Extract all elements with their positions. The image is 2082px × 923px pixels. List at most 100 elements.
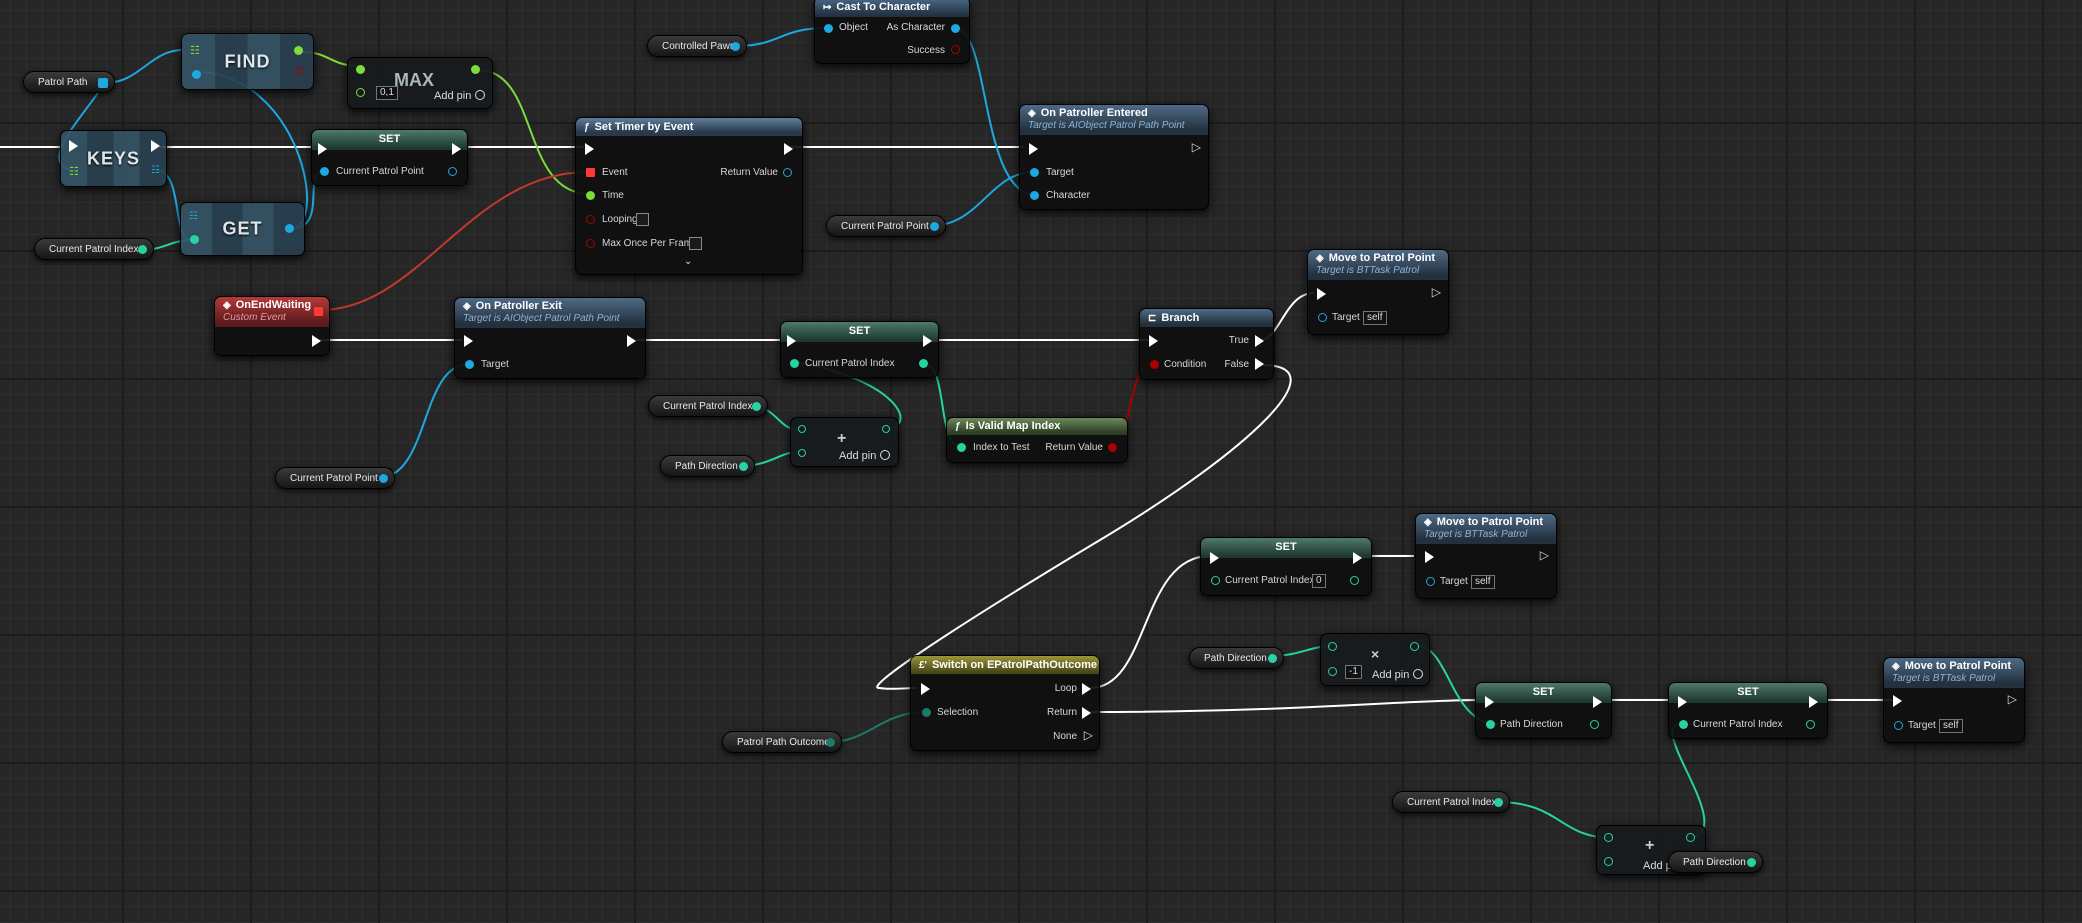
input-pin[interactable] [356, 88, 365, 97]
time-input-pin[interactable] [586, 191, 595, 200]
add-pin-button[interactable]: Add pin [839, 449, 891, 462]
input-pin[interactable] [798, 425, 806, 433]
input-pin[interactable] [1328, 642, 1337, 651]
get-node[interactable]: GET ☷ [180, 202, 305, 256]
output-pin[interactable] [1350, 576, 1359, 585]
keys-node[interactable]: KEYS ☷ ☷ [60, 130, 167, 187]
looping-input-pin[interactable] [586, 215, 595, 224]
max-node[interactable]: MAX 0,1 Add pin [347, 57, 493, 109]
exec-in-pin[interactable] [318, 143, 327, 155]
index-input-pin[interactable] [190, 235, 199, 244]
set-current-patrol-index-node[interactable]: SET Current Patrol Index [780, 321, 939, 378]
success-output-pin[interactable] [951, 45, 960, 54]
return-exec-out-pin[interactable] [1082, 707, 1091, 719]
true-exec-out-pin[interactable] [1255, 335, 1264, 347]
exec-in-pin[interactable] [1893, 695, 1902, 707]
output-pin[interactable] [1268, 654, 1277, 663]
target-input-pin[interactable] [1426, 577, 1435, 586]
exec-out-pin[interactable] [1593, 696, 1602, 708]
output-pin[interactable] [1410, 642, 1419, 651]
current-patrol-point-variable[interactable]: Current Patrol Point [275, 467, 395, 489]
target-input-pin[interactable] [1030, 168, 1039, 177]
max-once-input-pin[interactable] [586, 239, 595, 248]
current-patrol-index-variable[interactable]: Current Patrol Index [34, 238, 154, 260]
input-pin[interactable] [1328, 667, 1337, 676]
input-pin[interactable] [1604, 857, 1613, 866]
output-pin[interactable] [826, 738, 835, 747]
path-direction-variable[interactable]: Path Direction [660, 455, 755, 477]
return-value-pin[interactable] [1108, 443, 1117, 452]
max-once-checkbox[interactable] [689, 237, 702, 250]
output-pin[interactable] [752, 402, 761, 411]
output-pin[interactable] [471, 65, 480, 74]
none-exec-out-pin[interactable]: ▷ [1083, 728, 1093, 742]
output-pin[interactable] [448, 167, 457, 176]
branch-node[interactable]: ⊏Branch True Condition False [1139, 308, 1274, 380]
output-pin[interactable] [285, 224, 294, 233]
patrol-path-outcome-variable[interactable]: Patrol Path Outcome [722, 731, 842, 753]
output-pin[interactable] [930, 222, 939, 231]
output-pin[interactable] [138, 245, 147, 254]
exec-out-pin[interactable] [627, 335, 636, 347]
exec-in-pin[interactable] [1485, 696, 1494, 708]
exec-in-pin[interactable] [1029, 143, 1038, 155]
output-pin[interactable] [1686, 833, 1695, 842]
output-pin[interactable] [1494, 798, 1503, 807]
add-integer-node[interactable]: + Add pin [790, 417, 899, 467]
set-current-patrol-index-node[interactable]: SET Current Patrol Index [1668, 682, 1828, 739]
object-input-pin[interactable] [824, 24, 833, 33]
input-pin[interactable] [1486, 720, 1495, 729]
output-pin[interactable] [919, 359, 928, 368]
output-pin[interactable] [1747, 858, 1756, 867]
exec-out-pin[interactable]: ▷ [1431, 285, 1441, 299]
exec-in-pin[interactable] [464, 335, 473, 347]
input-pin[interactable] [790, 359, 799, 368]
output-pin[interactable] [882, 425, 890, 433]
return-value-pin[interactable] [783, 168, 792, 177]
as-character-output-pin[interactable] [951, 24, 960, 33]
exec-in-pin[interactable] [1210, 552, 1219, 564]
exec-in-pin[interactable] [787, 335, 796, 347]
exec-out-pin[interactable] [1353, 552, 1362, 564]
exec-out-pin[interactable] [312, 335, 321, 347]
output-pin[interactable] [1806, 720, 1815, 729]
exec-out-pin[interactable]: ▷ [1539, 548, 1549, 562]
selection-input-pin[interactable] [922, 708, 931, 717]
target-input-pin[interactable] [465, 360, 474, 369]
exec-in-pin[interactable] [1678, 696, 1687, 708]
target-default-box[interactable]: self [1363, 311, 1387, 325]
false-exec-out-pin[interactable] [1255, 358, 1264, 370]
path-direction-variable[interactable]: Path Direction [1668, 851, 1763, 873]
cast-to-character-node[interactable]: ↦Cast To Character Object As Character S… [814, 0, 970, 64]
target-input-pin[interactable] [1894, 721, 1903, 730]
set-current-patrol-point-node[interactable]: SET Current Patrol Point [311, 129, 468, 186]
output-pin[interactable] [379, 474, 388, 483]
current-patrol-index-variable[interactable]: Current Patrol Index [1392, 791, 1510, 813]
exec-out-pin[interactable] [452, 143, 461, 155]
output-pin[interactable] [731, 42, 740, 51]
target-default-box[interactable]: self [1939, 719, 1963, 733]
input-pin[interactable] [1679, 720, 1688, 729]
output-pin[interactable] [294, 46, 303, 55]
bool-output-pin[interactable] [295, 67, 303, 75]
controlled-pawn-variable[interactable]: Controlled Pawn [647, 35, 747, 57]
input-pin[interactable] [1211, 576, 1220, 585]
current-patrol-index-variable[interactable]: Current Patrol Index [648, 395, 768, 417]
exec-in-pin[interactable] [921, 683, 930, 695]
exec-out-pin[interactable]: ▷ [2007, 692, 2017, 706]
add-pin-button[interactable]: Add pin [434, 89, 486, 102]
event-delegate-pin[interactable] [586, 168, 595, 177]
target-default-box[interactable]: self [1471, 575, 1495, 589]
exec-in-pin[interactable] [1317, 288, 1326, 300]
add-pin-button[interactable]: Add pin [1372, 668, 1424, 681]
looping-checkbox[interactable] [636, 213, 649, 226]
exec-in-pin[interactable] [69, 140, 78, 152]
current-patrol-point-variable[interactable]: Current Patrol Point [826, 215, 946, 237]
exec-in-pin[interactable] [1149, 335, 1158, 347]
character-input-pin[interactable] [1030, 191, 1039, 200]
